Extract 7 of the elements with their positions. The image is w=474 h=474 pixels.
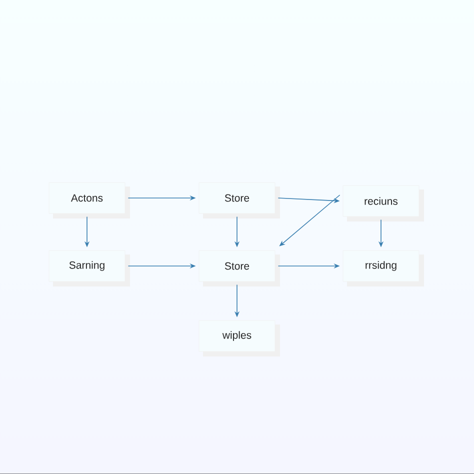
process-box: Actons [48, 182, 126, 214]
process-box: reciuns [342, 185, 420, 217]
process-box: Store [198, 182, 276, 214]
process-box: wiples [198, 320, 276, 352]
process-box: Sarning [48, 250, 126, 282]
process-box: Store [198, 250, 276, 282]
process-box: rrsidng [342, 250, 420, 282]
